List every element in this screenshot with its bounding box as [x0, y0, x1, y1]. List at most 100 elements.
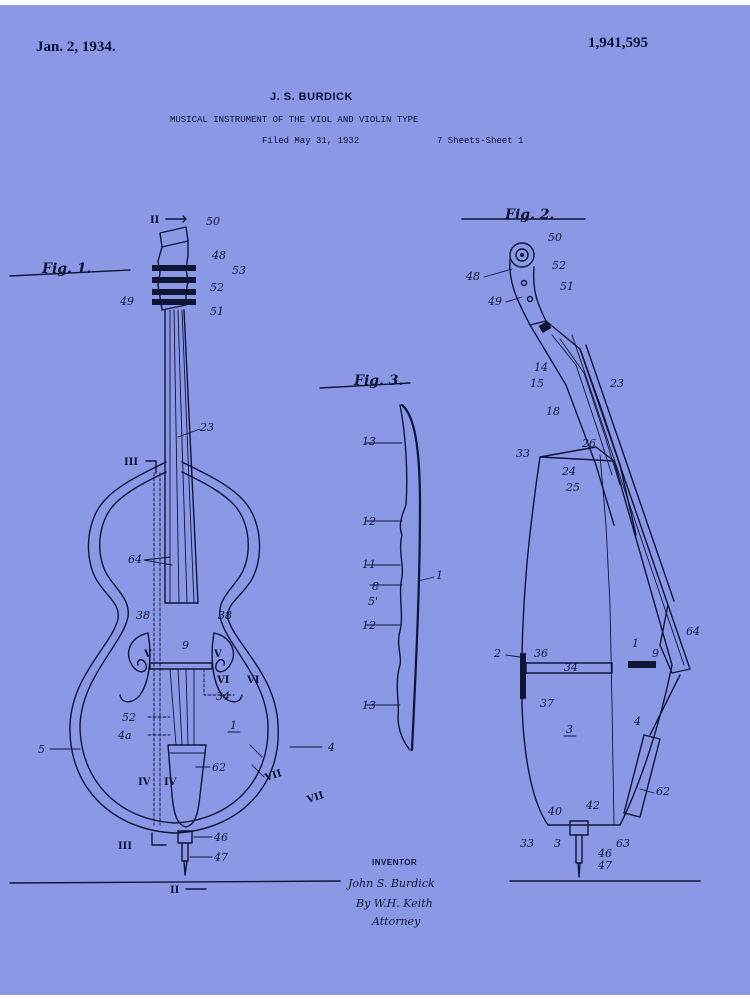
figure-2-side-view: Fig. 2. [461, 207, 701, 882]
arrow-iii-bottom [151, 832, 167, 846]
neck-front [545, 320, 637, 536]
fig1-ref-9: 9 [182, 639, 189, 652]
peg-hole-1 [520, 279, 528, 287]
end-pin-sleeve [181, 842, 189, 862]
fig1-ref-52b: 52 [122, 711, 136, 724]
fig2-ref-40: 40 [547, 805, 562, 818]
figure-2-label: Fig. 2. [504, 207, 554, 223]
fig2-ref-42: 42 [585, 799, 600, 812]
section-mark-vi-left: VI [216, 675, 230, 686]
fig1-ref-46: 46 [213, 831, 228, 844]
bridge-foot [628, 661, 656, 668]
fig1-ref-38-right: 38 [218, 609, 232, 622]
fig1-ref-51: 51 [210, 305, 224, 318]
fig2-ref-33b: 33 [520, 837, 534, 850]
fig2-ref-3: 3 [566, 723, 573, 736]
fig3-ref-13-bottom: 13 [362, 699, 376, 712]
leader-fig2-48 [483, 268, 513, 278]
fig2-ref-3b: 3 [554, 837, 561, 850]
fig2-ref-33: 33 [516, 447, 530, 460]
fig2-ref-25: 25 [565, 481, 580, 494]
signature-by: By W.H. Keith [355, 897, 433, 910]
tuning-peg-3 [152, 289, 196, 295]
tail-string [649, 674, 681, 736]
fingerboard-side [579, 344, 675, 606]
figure-1-underline [9, 269, 131, 277]
fig2-ref-48: 48 [465, 270, 480, 283]
fig1-ref-64: 64 [128, 553, 142, 566]
fig3-ref-11: 11 [362, 558, 376, 571]
leader-23 [177, 428, 201, 438]
fig2-ref-18: 18 [546, 405, 560, 418]
sound-post-side [525, 662, 613, 674]
fig2-ref-15: 15 [530, 377, 544, 390]
figure-3-label: Fig. 3. [353, 373, 403, 389]
filed-date: Filed May 31, 1932 [262, 136, 360, 146]
fig1-ref-62: 62 [212, 761, 226, 774]
fig2-ref-14: 14 [534, 361, 548, 374]
top-plate-outer [400, 403, 422, 752]
tuning-peg-2 [152, 277, 196, 283]
tuning-peg-1 [152, 265, 196, 271]
arrow-vii [249, 744, 265, 778]
patent-date: Jan. 2, 1934. [36, 39, 116, 55]
section-mark-v-left: V [143, 649, 152, 660]
fig3-ref-8: 8 [372, 580, 379, 593]
fig2-ref-34: 34 [564, 661, 578, 674]
leader-64 [143, 556, 173, 566]
fig1-ref-49: 49 [119, 295, 134, 308]
patent-drawing: Fig. 1. [9, 207, 701, 928]
scroll-top [159, 226, 189, 248]
bridge-side [659, 604, 691, 674]
inner-edge [599, 454, 615, 826]
fig1-ref-38-left: 38 [136, 609, 150, 622]
fig3-ref-5-prime: 5' [368, 595, 378, 608]
fig2-ref-1: 1 [632, 637, 639, 650]
bridge [149, 662, 213, 670]
end-button [177, 830, 193, 844]
fig3-leaders [365, 442, 403, 706]
scroll-eye [520, 253, 524, 257]
f-hole-right [211, 632, 243, 703]
fig1-ref-47: 47 [213, 851, 228, 864]
fig1-ref-5: 5 [38, 743, 45, 756]
fig2-ref-52: 52 [552, 259, 566, 272]
signature-name: John S. Burdick [346, 877, 435, 890]
fig2-ref-9: 9 [652, 647, 659, 660]
section-mark-vi-right: VI [246, 675, 260, 686]
end-button-side [569, 820, 589, 836]
figure-3-section: Fig. 3. 13 12 11 8 5' 1 12 13 [319, 373, 443, 752]
body-purfling [79, 471, 269, 824]
lower-string-1 [169, 668, 177, 746]
fig3-ref-12-bottom: 12 [362, 619, 376, 632]
end-pin-tip-side [577, 862, 581, 878]
section-mark-iii-top: III [124, 457, 138, 468]
patent-number: 1,941,595 [588, 35, 648, 51]
tuning-peg-4 [152, 299, 196, 305]
section-mark-ii-bottom: II [170, 885, 180, 896]
nut [538, 321, 552, 333]
lower-string-3 [185, 668, 189, 746]
fig2-ref-62: 62 [656, 785, 670, 798]
fig2-ref-47: 47 [597, 859, 612, 872]
section-mark-ii-top: II [150, 215, 160, 226]
fig2-ref-37: 37 [540, 697, 554, 710]
string-2 [173, 309, 180, 604]
fig1-ref-52: 52 [210, 281, 224, 294]
body-outline [69, 461, 279, 834]
lower-string-2 [177, 668, 183, 746]
arrow-iii-top [145, 460, 157, 474]
fig3-ref-12-top: 12 [362, 515, 376, 528]
tailpiece-side [623, 734, 661, 818]
fig2-ref-4: 4 [633, 715, 641, 728]
fig1-ref-4a: 4a [117, 729, 132, 742]
back-block [520, 653, 526, 699]
patent-title: MUSICAL INSTRUMENT OF THE VIOL AND VIOLI… [170, 115, 419, 125]
fig2-ref-49: 49 [487, 295, 502, 308]
scroll-mid [515, 248, 529, 262]
fig1-ref-4: 4 [327, 741, 335, 754]
signature-attorney: Attorney [371, 915, 421, 928]
fig2-ref-24: 24 [561, 465, 576, 478]
section-mark-vii-a: VII [263, 768, 284, 784]
fig1-ref-48: 48 [211, 249, 226, 262]
